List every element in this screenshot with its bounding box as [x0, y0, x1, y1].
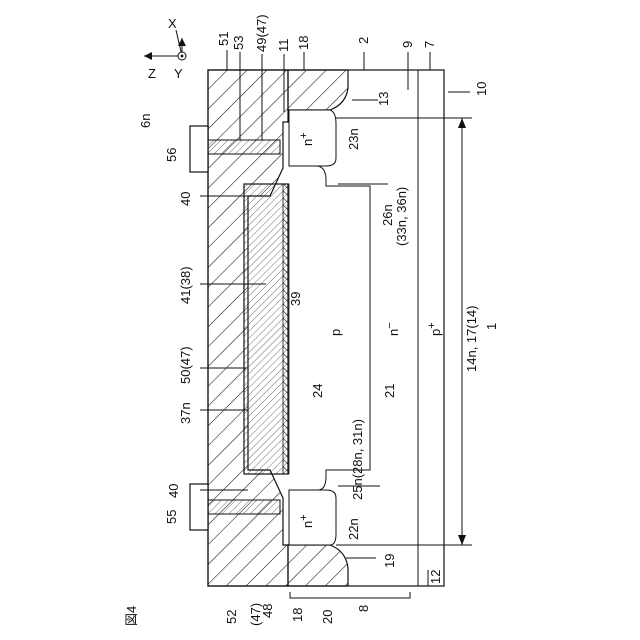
field-insulator-bottom: [288, 545, 348, 586]
label-12: 12: [428, 570, 443, 584]
label-9: 9: [400, 41, 415, 48]
n-plus-top-sup: +: [298, 132, 310, 138]
n-plus-bottom-n: n: [300, 521, 315, 528]
label-40-top: 40: [178, 192, 193, 206]
axis-indicator: X Z Y: [144, 16, 186, 81]
pad-56: [190, 126, 208, 172]
label-56: 56: [164, 148, 179, 162]
label-23n: 23n: [346, 128, 361, 150]
contact-plug-bottom: [208, 500, 280, 514]
n-plus-region-bottom: [289, 490, 336, 545]
n-plus-top-n: n: [300, 139, 315, 146]
p-plus-sup: +: [426, 322, 438, 328]
label-25n: 25n(28n, 31n): [350, 419, 365, 500]
axis-z-label: Z: [148, 66, 156, 81]
label-22n: 22n: [346, 518, 361, 540]
device-label: 1: [484, 323, 499, 330]
label-19: 19: [382, 554, 397, 568]
label-26n-sub: (33n, 36n): [394, 187, 409, 246]
label-55: 55: [164, 510, 179, 524]
label-7: 7: [422, 41, 437, 48]
label-52: 52: [224, 610, 239, 624]
label-53: 53: [231, 36, 246, 50]
label-40-bottom: 40: [166, 484, 181, 498]
label-14n: 14n, 17(14): [464, 306, 479, 373]
label-13: 13: [376, 92, 391, 106]
n-minus-sup: −: [384, 322, 396, 328]
label-18-bottom: 18: [290, 608, 305, 622]
n-plus-region-top: [289, 110, 336, 166]
dimension-arrow-top: [458, 118, 466, 128]
label-6n: 6n: [138, 114, 153, 128]
label-41: 41(38): [178, 266, 193, 304]
n-plus-bottom-sup: +: [298, 514, 310, 520]
label-51: 51: [216, 32, 231, 46]
label-39: 39: [288, 292, 303, 306]
label-24: 24: [310, 384, 325, 398]
label-2: 2: [356, 37, 371, 44]
label-26n: 26n: [380, 204, 395, 226]
axis-x-label: X: [168, 16, 177, 31]
label-49: 49(47): [254, 14, 269, 52]
field-insulator-top: [288, 70, 348, 110]
gate-electrode: [244, 184, 288, 474]
label-18-top: 18: [296, 36, 311, 50]
axis-y-label: Y: [174, 66, 183, 81]
label-50: 50(47): [178, 346, 193, 384]
n-minus-n: n: [386, 329, 401, 336]
p-plus-p: p: [428, 329, 443, 336]
contact-plug-top: [208, 140, 280, 154]
gate-insulating-film: [283, 184, 289, 474]
label-21: 21: [382, 384, 397, 398]
bracket-8: [290, 592, 410, 598]
dimension-arrow-bottom: [458, 535, 466, 545]
label-48: 48: [260, 604, 275, 618]
label-8: 8: [356, 605, 371, 612]
figure-label: 図4: [124, 606, 139, 626]
label-20: 20: [320, 610, 335, 624]
region-p: p: [328, 329, 343, 336]
label-37n: 37n: [178, 402, 193, 424]
label-10: 10: [474, 82, 489, 96]
label-11: 11: [276, 39, 291, 53]
pad-55: [190, 484, 208, 530]
